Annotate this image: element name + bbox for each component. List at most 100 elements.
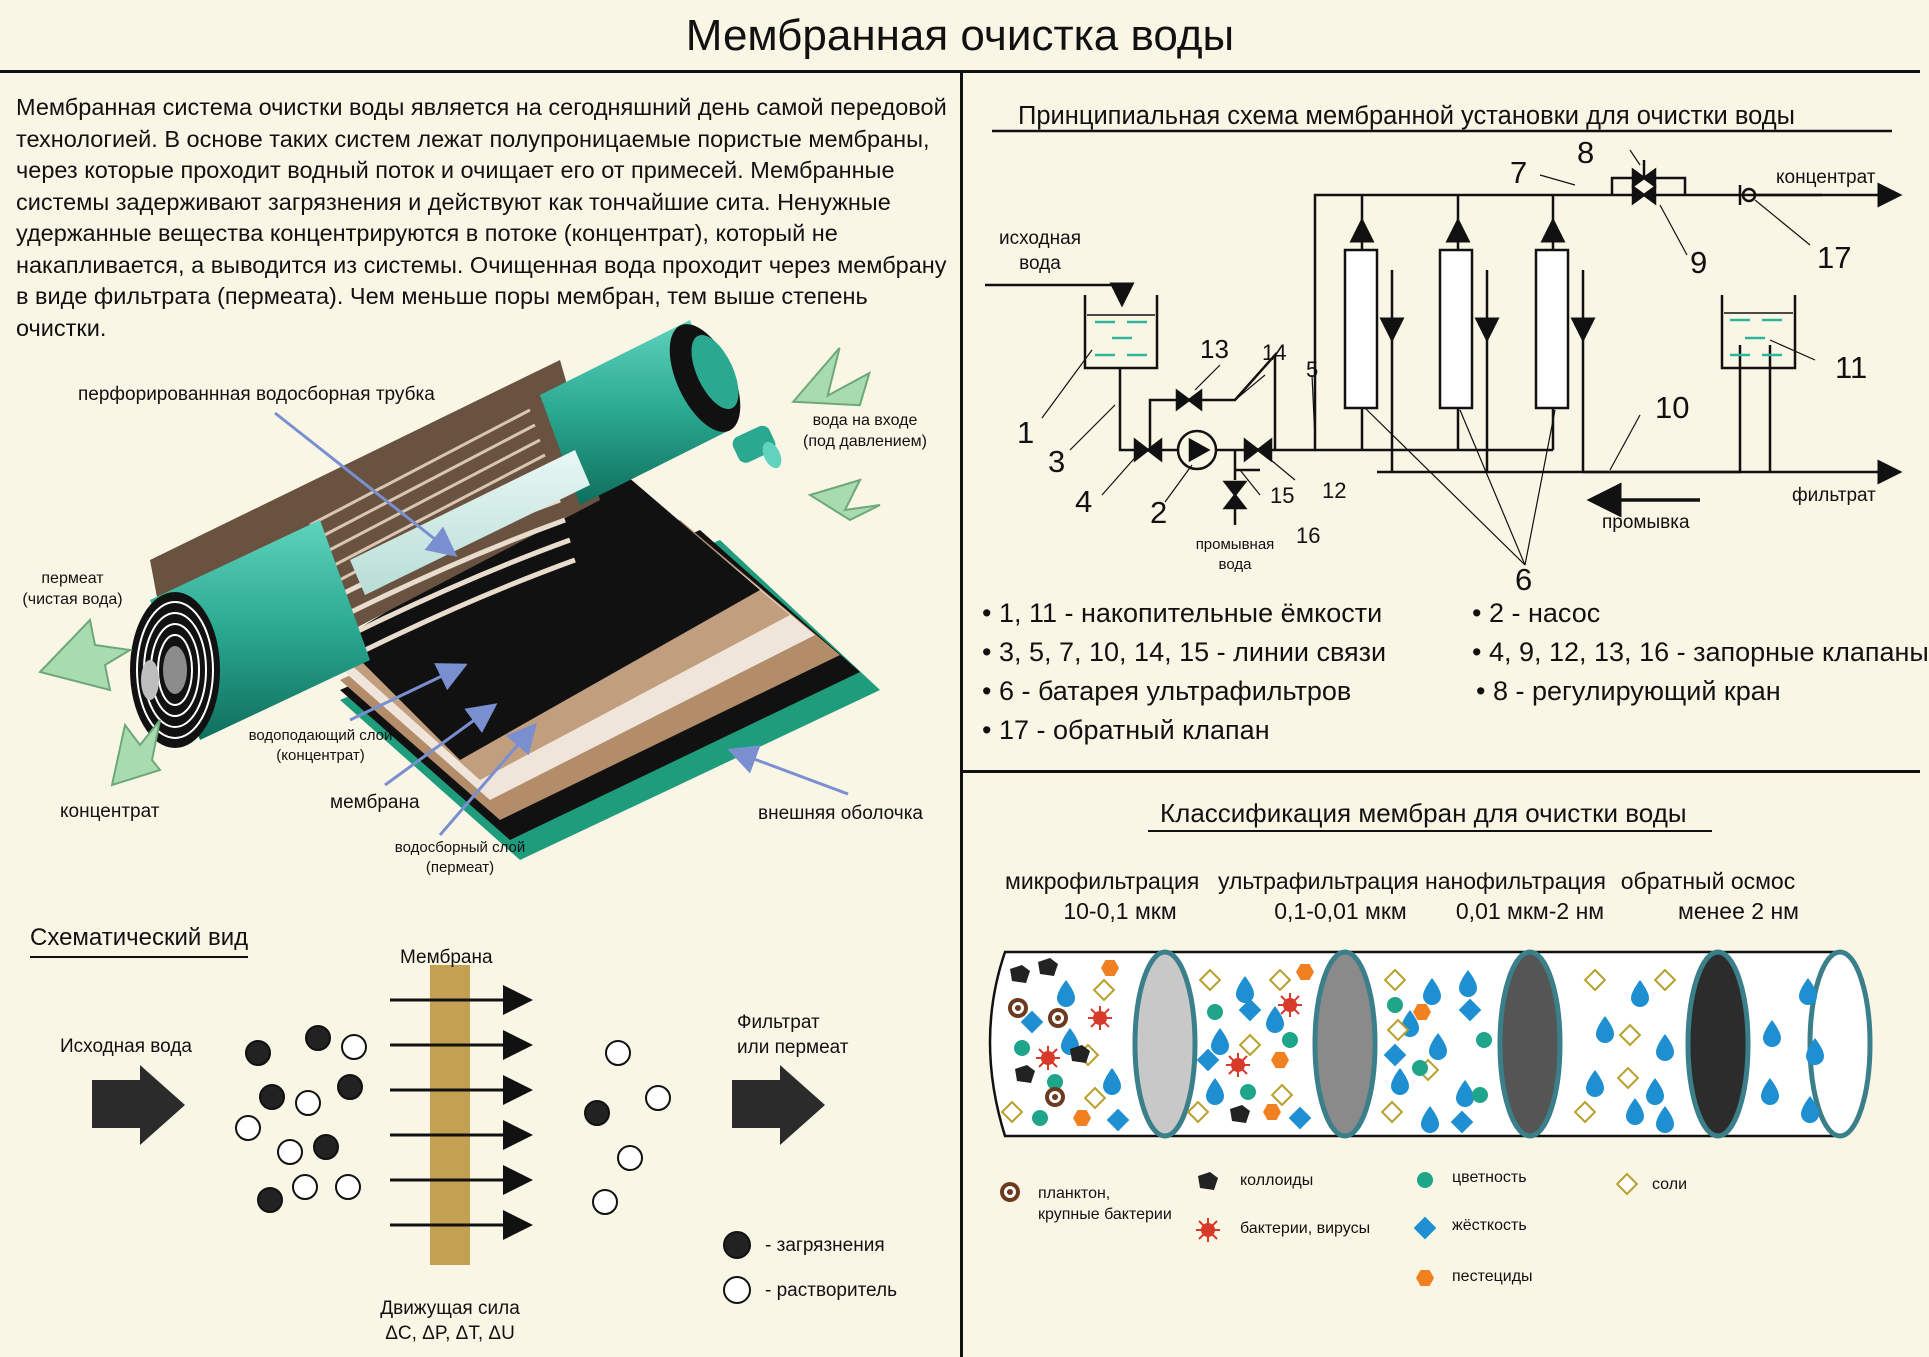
- legend-hardness-icon: [1413, 1216, 1437, 1240]
- schematic-driving-line2: ΔC, ΔP, ΔT, ΔU: [385, 1323, 515, 1344]
- label-collect-layer-line2: (пермеат): [425, 859, 495, 876]
- scheme-source-label: исходная вода: [985, 226, 1095, 276]
- class-nano: нанофильтрация 0,01 мкм-2 нм: [1425, 866, 1606, 926]
- scheme-number-3: 3: [1048, 444, 1066, 479]
- legend-bacteria-icon: [1195, 1217, 1221, 1243]
- legend-salts-icon: [1616, 1173, 1638, 1195]
- membrane-cartridge-illustration: [38, 320, 881, 860]
- label-inlet: вода на входе (под давлением): [790, 410, 940, 452]
- class-micro-range: 10-0,1 мкм: [1063, 898, 1177, 924]
- legend-bacteria: бактерии, вирусы: [1240, 1220, 1371, 1237]
- page-title: Мембранная очистка воды: [685, 11, 1235, 60]
- scheme-number-16: 16: [1296, 523, 1321, 548]
- particles-zone-3: [1381, 969, 1492, 1134]
- label-inlet-line1: вода на входе: [812, 412, 918, 429]
- schematic-heading: Схематический вид: [30, 923, 249, 958]
- legend-pesticides: пестециды: [1452, 1268, 1533, 1285]
- scheme-number-2: 2: [1150, 495, 1168, 530]
- schematic-driving-force: Движущая сила ΔC, ΔP, ΔT, ΔU: [360, 1296, 540, 1346]
- legend-plankton-line2: крупные бактерии: [1038, 1206, 1172, 1223]
- scheme-number-5: 5: [1306, 357, 1319, 382]
- schematic-membrane-label: Мембрана: [400, 947, 493, 968]
- particles-zone-5: [1761, 978, 1824, 1123]
- pointer-tube-arrow: [274, 411, 458, 557]
- scheme-number-12: 12: [1322, 478, 1347, 503]
- schematic-view: [92, 965, 825, 1304]
- label-permeate-line1: пермеат: [41, 570, 104, 587]
- scheme-flush-water-line2: вода: [1218, 556, 1252, 573]
- scheme-number-6: 6: [1515, 562, 1533, 597]
- legend-salts: соли: [1652, 1176, 1687, 1193]
- pointer-feed-arrow: [349, 663, 468, 722]
- label-permeate-line2: (чистая вода): [22, 591, 123, 608]
- scheme-number-7: 7: [1510, 155, 1528, 190]
- process-scheme: [985, 129, 1903, 566]
- particles-zone-4: [1574, 969, 1676, 1133]
- scheme-flush-label: промывка: [1602, 512, 1690, 533]
- legend-colloids: коллоиды: [1240, 1172, 1314, 1189]
- class-ultra: ультрафильтрация 0,1-0,01 мкм: [1218, 866, 1419, 926]
- legend-plankton: планктон, крупные бактерии: [1038, 1183, 1172, 1225]
- scheme-concentrate-label: концентрат: [1776, 167, 1876, 188]
- legend-colloids-icon: [1198, 1172, 1218, 1190]
- scheme-number-14: 14: [1262, 340, 1287, 365]
- scheme-number-11: 11: [1835, 350, 1868, 385]
- class-ultra-name: ультрафильтрация: [1218, 868, 1419, 894]
- class-micro: микрофильтрация 10-0,1 мкм: [1005, 866, 1200, 926]
- schematic-source-label: Исходная вода: [60, 1036, 192, 1057]
- label-perforated-tube: перфорированнная водосборная трубка: [78, 384, 435, 405]
- pointer-collect-arrow: [438, 722, 537, 836]
- scheme-heading: Принципиальная схема мембранной установк…: [1018, 102, 1795, 130]
- label-inlet-line2: (под давлением): [803, 433, 927, 450]
- class-ro-name: обратный осмос: [1620, 868, 1796, 894]
- scheme-source-line2: вода: [1019, 253, 1061, 274]
- pointer-shell-arrow: [727, 745, 849, 796]
- legend-color-icon: [1417, 1172, 1433, 1188]
- legend-solvent: - растворитель: [765, 1280, 897, 1301]
- scheme-legend-right-1: • 2 - насос: [1472, 598, 1601, 628]
- label-feed-layer-line2: (концентрат): [276, 747, 365, 764]
- right-divider: [960, 770, 1920, 773]
- classification-heading: Классификация мембран для очистки воды: [1160, 798, 1687, 828]
- label-concentrate: концентрат: [60, 801, 160, 822]
- intro-text: Мембранная система очистки воды является…: [16, 94, 947, 341]
- scheme-number-10: 10: [1655, 390, 1690, 425]
- label-outer-shell: внешняя оболочка: [758, 803, 923, 824]
- scheme-number-1: 1: [1017, 415, 1035, 450]
- legend-color: цветность: [1452, 1169, 1527, 1186]
- label-feed-layer-line1: водоподающий слой: [248, 727, 393, 744]
- schematic-filtrate-line2: или пермеат: [737, 1037, 849, 1058]
- label-permeate: пермеат (чистая вода): [0, 568, 145, 610]
- scheme-number-4: 4: [1075, 484, 1093, 519]
- legend-plankton-line1: планктон,: [1038, 1185, 1111, 1202]
- scheme-flush-water-line1: промывная: [1195, 536, 1275, 553]
- scheme-flush-water-label: промывная вода: [1180, 535, 1290, 575]
- class-nano-name: нанофильтрация: [1425, 868, 1606, 894]
- scheme-legend-left-3: • 6 - батарея ультрафильтров: [982, 676, 1352, 706]
- class-micro-name: микрофильтрация: [1005, 868, 1200, 894]
- class-ro-range: менее 2 нм: [1678, 898, 1799, 924]
- scheme-source-line1: исходная: [999, 228, 1081, 249]
- label-feed-layer: водоподающий слой (концентрат): [238, 726, 403, 766]
- scheme-legend-right-3: • 8 - регулирующий кран: [1476, 676, 1781, 706]
- scheme-number-13: 13: [1200, 334, 1229, 364]
- legend-pesticides-icon: [1416, 1270, 1434, 1286]
- schematic-driving-line1: Движущая сила: [380, 1298, 520, 1319]
- particles-zone-1: [1001, 958, 1130, 1132]
- scheme-filtrate-label: фильтрат: [1792, 485, 1876, 506]
- label-membrane: мембрана: [330, 792, 420, 813]
- particles-zone-2: [1187, 964, 1314, 1130]
- scheme-number-17: 17: [1817, 240, 1852, 275]
- scheme-number-8: 8: [1577, 135, 1595, 170]
- legend-plankton-icon: [1000, 1182, 1020, 1202]
- vertical-divider: [960, 70, 963, 1357]
- class-nano-range: 0,01 мкм-2 нм: [1455, 898, 1605, 924]
- schematic-filtrate-line1: Фильтрат: [737, 1012, 820, 1033]
- scheme-legend-left-1: • 1, 11 - накопительные ёмкости: [982, 598, 1383, 628]
- label-collect-layer-line1: водосборный слой: [394, 839, 526, 856]
- scheme-number-15: 15: [1270, 483, 1295, 508]
- scheme-legend-right-2: • 4, 9, 12, 13, 16 - запорные клапаны: [1472, 637, 1929, 667]
- legend-hardness: жёсткость: [1452, 1217, 1527, 1234]
